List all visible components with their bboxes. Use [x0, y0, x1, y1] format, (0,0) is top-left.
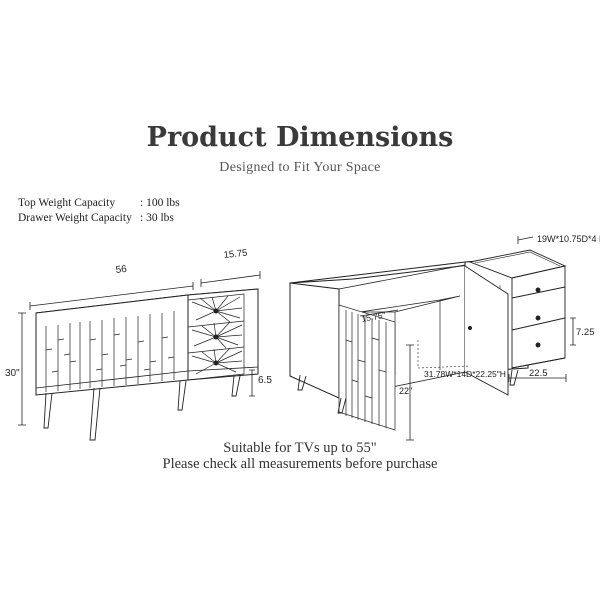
spec-label: Top Weight Capacity [18, 197, 116, 209]
dim-leg: 6.5 [258, 375, 272, 386]
dim-door-height: 22" [399, 386, 412, 396]
spec-top-weight: Top Weight Capacity : 100 lbs [18, 197, 180, 209]
sideboard-closed [18, 271, 261, 441]
footer-note: Please check all measurements before pur… [162, 456, 438, 472]
spec-value: : 100 lbs [140, 197, 180, 209]
sideboard-open [289, 236, 576, 441]
footer-tv-size: Suitable for TVs up to 55" [223, 440, 377, 456]
dim-width: 56 [115, 264, 128, 276]
spec-drawer-weight: Drawer Weight Capacity : 30 lbs [18, 212, 174, 224]
dim-drawer-height: 7.25 [576, 327, 595, 338]
sunburst-drawers [187, 293, 245, 381]
open-slat-door [338, 304, 396, 431]
dim-drawer: 19W*10.75D*4 H [537, 234, 600, 244]
slat-door-panel [45, 311, 175, 392]
page-subtitle: Designed to Fit Your Space [219, 160, 381, 175]
dim-compartment: 31.78W*14D*22.25"H [424, 369, 506, 379]
page-title: Product Dimensions [146, 122, 454, 153]
legs [43, 375, 241, 441]
dim-shelf-depth: 15.75" [361, 310, 387, 324]
dim-drawer-width: 22.5 [529, 368, 548, 379]
dim-depth: 15.75 [223, 248, 248, 261]
pulled-drawers [468, 249, 567, 369]
dim-height: 30" [5, 368, 20, 379]
legs-right [297, 369, 519, 414]
spec-label: Drawer Weight Capacity [18, 212, 132, 224]
spec-value: : 30 lbs [140, 212, 174, 224]
